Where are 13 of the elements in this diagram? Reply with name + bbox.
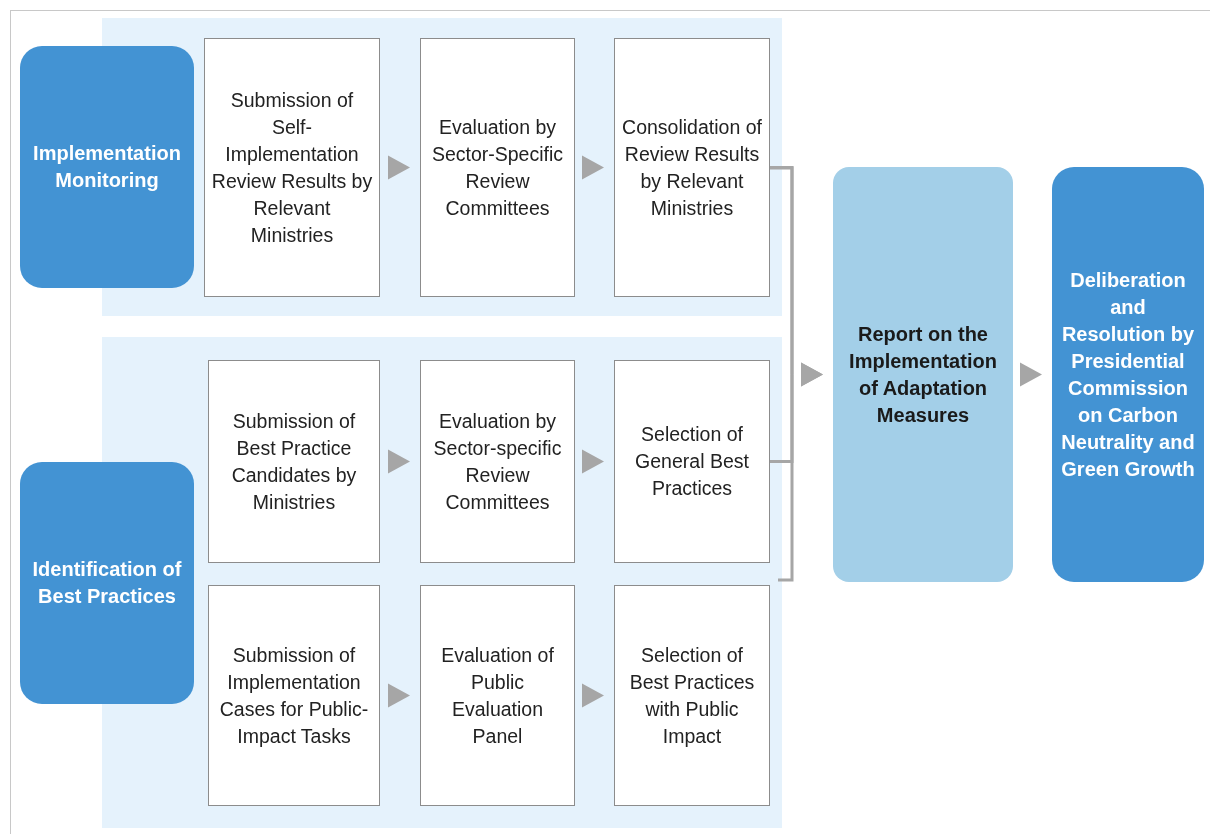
process-box: Evaluation by Sector-specific Review Committees: [420, 360, 575, 563]
process-box: Submission of Best Practice Candidates by Ministries: [208, 360, 380, 563]
stage-box: Identification of Best Practices: [20, 462, 194, 704]
process-box: Selection of General Best Practices: [614, 360, 770, 563]
process-box: Submission of Implementation Cases for Public-Impact Tasks: [208, 585, 380, 806]
process-box: Consolidation of Review Results by Relevant Ministries: [614, 38, 770, 297]
stage-box: Deliberation and Resolution by Presidential Commission on Carbon Neutrality and Green Growth: [1052, 167, 1204, 582]
process-box: Submission of Self-Implementation Review Results by Relevant Ministries: [204, 38, 380, 297]
process-box: Evaluation of Public Evaluation Panel: [420, 585, 575, 806]
report-box: Report on the Implementation of Adaptation Measures: [833, 167, 1013, 582]
stage-box: Implementation Monitoring: [20, 46, 194, 288]
process-box: Selection of Best Practices with Public Impact: [614, 585, 770, 806]
process-box: Evaluation by Sector-Specific Review Committees: [420, 38, 575, 297]
